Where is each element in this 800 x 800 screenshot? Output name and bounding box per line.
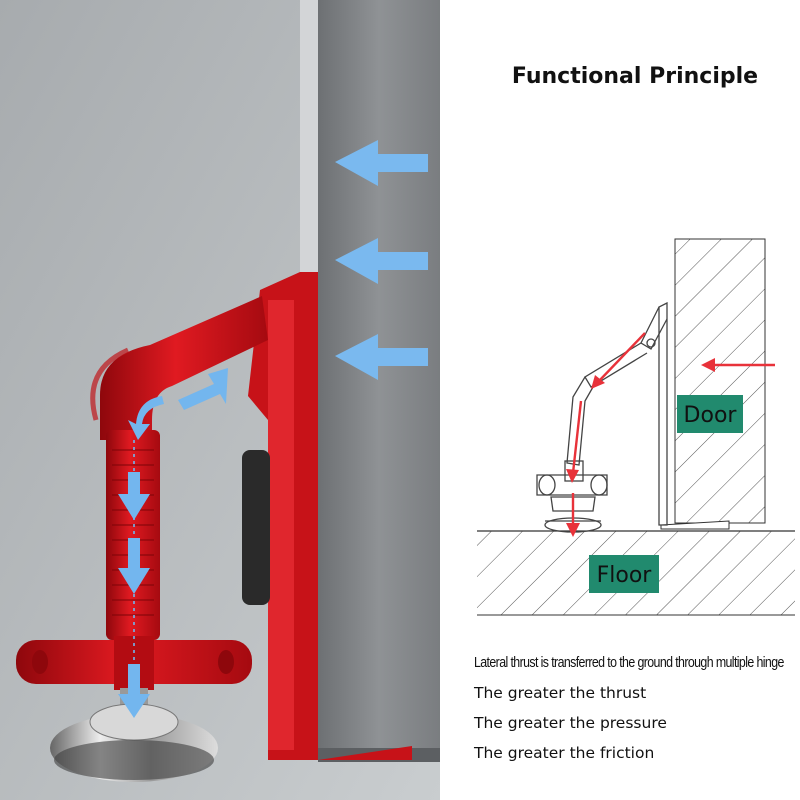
note-lateral-thrust: Lateral thrust is transferred to the gro… <box>474 655 784 671</box>
device-arm <box>100 296 268 440</box>
bracket-clip <box>242 450 270 605</box>
door-block <box>674 238 766 524</box>
note-pressure: The greater the pressure <box>474 714 667 732</box>
device-outline <box>536 301 668 533</box>
spring-tube <box>106 430 160 640</box>
door-label: Door <box>684 403 738 428</box>
floor-label-box <box>589 555 659 593</box>
page-title: Functional Principle <box>511 64 759 89</box>
door-label-box <box>677 395 743 433</box>
note-thrust: The greater the thrust <box>474 684 647 702</box>
door-stopper-photo <box>0 0 440 800</box>
rotation-arc <box>90 347 130 421</box>
door-panel <box>318 0 440 748</box>
note-friction: The greater the friction <box>474 744 655 762</box>
force-arrow-icon <box>566 332 775 537</box>
principle-diagram: Door Floor <box>477 238 795 616</box>
push-arrow-icon <box>335 140 428 380</box>
floor-label: Floor <box>597 563 653 588</box>
